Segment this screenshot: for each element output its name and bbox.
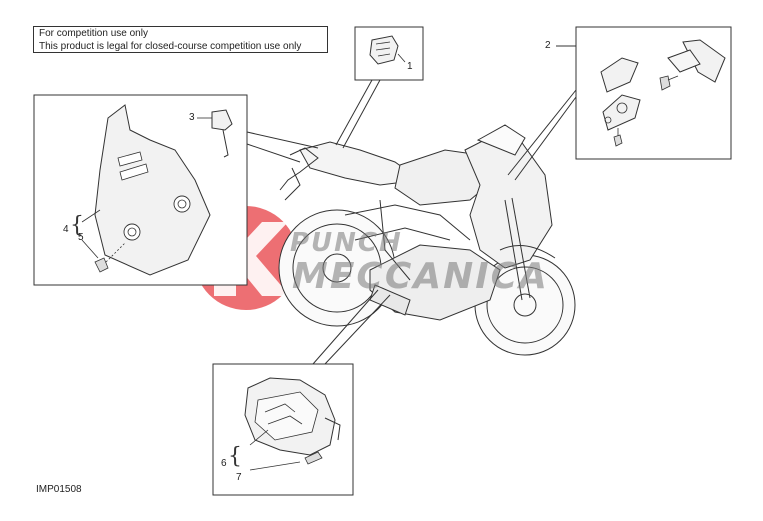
notice-line-1: For competition use only bbox=[39, 28, 148, 39]
callout-brace-4-5: { bbox=[70, 213, 84, 238]
leader-line-3 bbox=[246, 131, 319, 149]
callout-2: 2 bbox=[545, 40, 551, 51]
callout-1: 1 bbox=[407, 61, 413, 72]
leader-line-1 bbox=[342, 79, 381, 149]
leader-line-2 bbox=[514, 96, 577, 181]
callout-5: 5 bbox=[78, 232, 84, 243]
panel-parts-6-7 bbox=[212, 289, 391, 496]
leader-line-6 bbox=[312, 289, 379, 365]
mirror-plug-base bbox=[602, 94, 641, 131]
callout-7: 7 bbox=[236, 472, 242, 483]
watermark-top-word: PUNCH bbox=[290, 228, 403, 258]
motorcycle-illustration bbox=[278, 124, 576, 356]
screw-part-5 bbox=[94, 257, 109, 273]
notice-line-2: This product is legal for closed-course … bbox=[39, 41, 302, 52]
callout-4: 4 bbox=[63, 224, 69, 235]
mirror-plug-cover bbox=[600, 57, 639, 93]
competition-notice: For competition use only This product is… bbox=[33, 26, 328, 53]
connector-part-3 bbox=[211, 109, 233, 131]
connector-part-1 bbox=[369, 35, 399, 65]
diagram-reference-code: IMP01508 bbox=[36, 484, 82, 495]
callout-6: 6 bbox=[221, 458, 227, 469]
panel-parts-3-4-5 bbox=[33, 94, 319, 286]
watermark-bottom-word: MECCANICA bbox=[292, 256, 549, 297]
screw-part-7 bbox=[304, 451, 323, 465]
callout-3: 3 bbox=[189, 112, 195, 123]
mirror-plug-right bbox=[682, 39, 726, 83]
screw-part-2 bbox=[659, 75, 671, 91]
callout-brace-6-7: { bbox=[228, 444, 242, 469]
panel-part-1 bbox=[335, 26, 424, 149]
panel-part-2 bbox=[507, 26, 732, 181]
